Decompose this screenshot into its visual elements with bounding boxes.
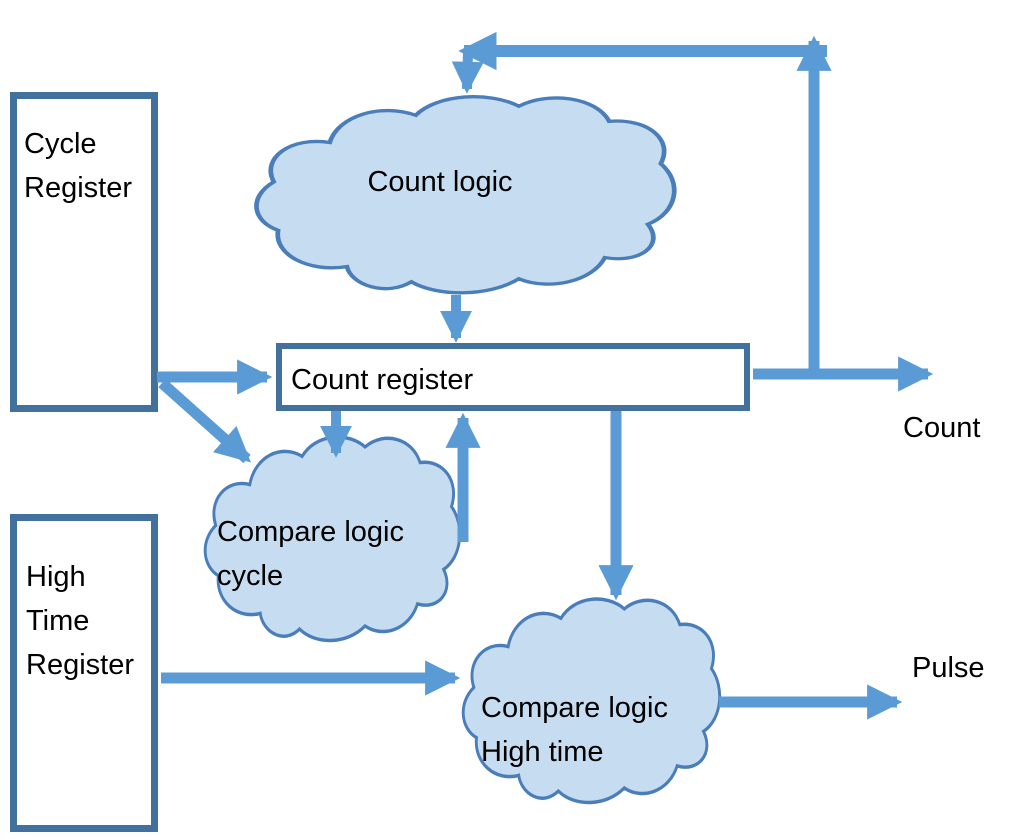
arrow-feedback-into-count-logic (451, 51, 484, 94)
count-logic-label: Count logic (367, 166, 513, 198)
high-time-register-box (10, 514, 158, 832)
count-register-box (276, 343, 750, 411)
arrow-cycle-register-to-compare-logic-cycle (158, 378, 251, 464)
cycle-register-box (10, 92, 158, 412)
compare-logic-high-time-label: Compare logic High time (481, 692, 668, 768)
cycle-register-label: Cycle Register (24, 128, 132, 204)
pulse-output-label: Pulse (912, 652, 985, 684)
count-output-label: Count (903, 412, 981, 444)
compare-logic-cycle-label: Compare logic cycle (217, 516, 404, 592)
high-time-register-label: High Time Register (26, 561, 134, 681)
count-register-label: Count register (291, 364, 474, 396)
